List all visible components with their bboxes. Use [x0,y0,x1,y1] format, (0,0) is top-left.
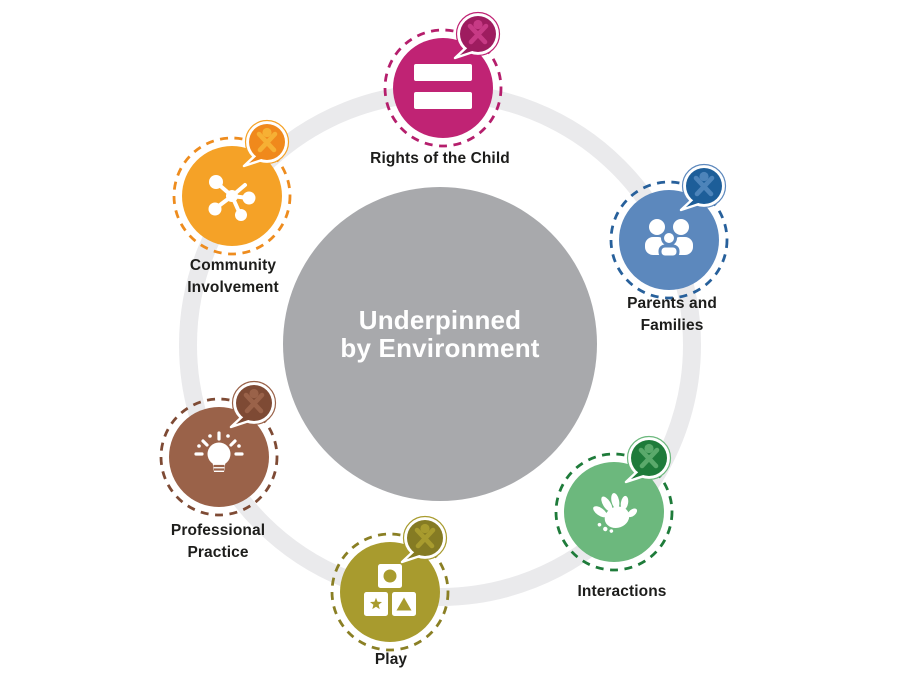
dashed-ring [330,532,450,652]
node-professional-practice [159,380,279,517]
speech-bubble-badge [229,380,277,429]
node-label-line: Interactions [577,583,667,600]
center-circle-label: Underpinned by Environment [290,305,590,363]
node-interactions [554,435,674,572]
node-label-line: Rights of the Child [370,150,510,167]
speech-bubble-badge [624,435,672,484]
child-figure-icon [256,127,278,153]
speech-bubble-badge [679,163,727,212]
rights-of-the-child-circle [393,38,493,138]
family-icon [645,219,693,259]
play-circle [340,542,440,642]
node-label-line: Parents and [627,295,717,312]
child-figure-icon [467,19,489,45]
dashed-ring [383,28,503,148]
network-icon [208,175,256,221]
child-figure-icon [638,443,660,469]
node-play [330,515,450,652]
dashed-ring [172,136,292,256]
handprint-icon [593,493,638,533]
node-label-line: Play [374,651,408,668]
node-label-line: Families [640,317,704,334]
equals-icon [414,64,472,109]
node-label-play: Play [281,649,501,671]
node-community-involvement [172,119,292,256]
child-figure-icon [414,523,436,549]
node-label-line: Practice [187,544,249,561]
center-label-line-1: Underpinned [358,305,522,335]
center-label-line-2: by Environment [340,332,540,363]
child-figure-icon [693,171,715,197]
lightbulb-icon [194,431,244,472]
node-label-interactions: Interactions [512,581,732,603]
child-figure-icon [243,388,265,414]
node-parents-and-families [609,163,729,300]
blocks-icon [364,564,416,616]
node-label-rights-of-the-child: Rights of the Child [330,148,550,170]
dashed-ring [609,180,729,300]
speech-bubble-badge [400,515,448,564]
node-label-line: Community [189,257,277,274]
node-label-line: Professional [170,522,266,539]
dashed-ring [554,452,674,572]
speech-bubble-badge [242,119,290,168]
dashed-ring [159,397,279,517]
node-label-line: Involvement [187,279,279,296]
node-rights-of-the-child [383,11,503,148]
speech-bubble-badge [453,11,501,60]
center-circle [283,187,597,501]
